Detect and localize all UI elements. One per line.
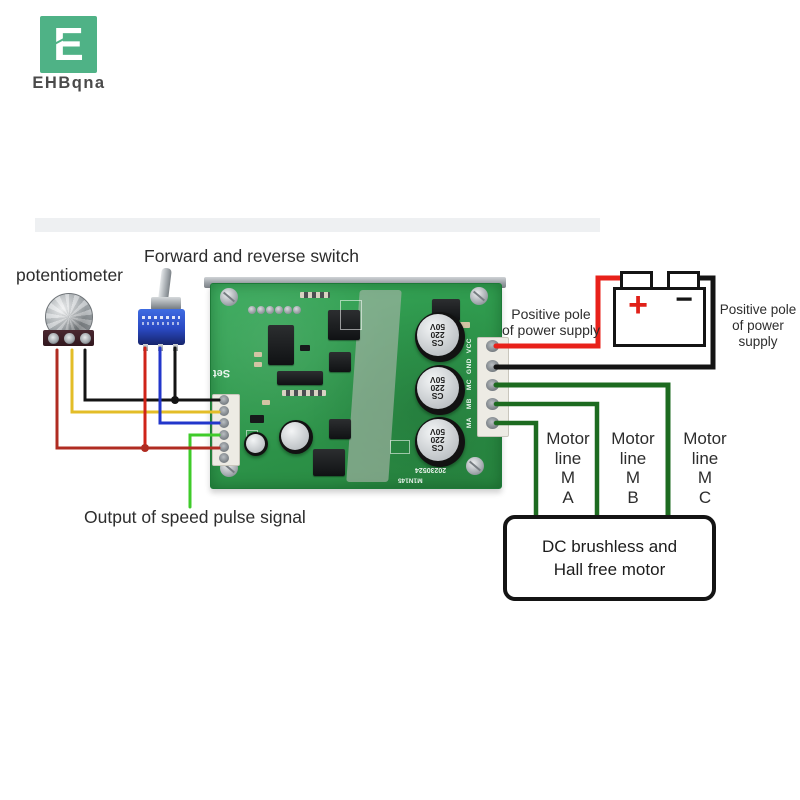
pad-mb xyxy=(486,398,499,410)
smd-chip xyxy=(460,322,470,328)
wire-motor-a-green xyxy=(493,420,539,519)
left-pad-4 xyxy=(219,430,229,440)
ic-chip xyxy=(328,310,360,340)
brand-name: EHBqna xyxy=(32,74,106,92)
pad-mc xyxy=(486,379,499,391)
ic-chip xyxy=(277,371,323,385)
smd-chip xyxy=(300,345,310,351)
smd-chip xyxy=(262,400,270,405)
battery-body xyxy=(613,287,706,347)
potentiometer-eyelet xyxy=(80,333,91,344)
label-positive-pole-left: Positive pole of power supply xyxy=(501,306,601,338)
component-dot xyxy=(293,306,301,314)
battery-terminal-negative xyxy=(667,271,700,291)
wire-motor-b-green xyxy=(493,401,600,519)
junction-black xyxy=(171,396,179,404)
label-potentiometer: potentiometer xyxy=(16,265,124,285)
mosfet xyxy=(329,419,351,439)
smd-chip xyxy=(254,362,262,367)
component-dot xyxy=(275,306,283,314)
motor-box: DC brushless and Hall free motor xyxy=(503,515,716,601)
wire-speed-pulse-green xyxy=(188,433,221,509)
wire-motor-c-green xyxy=(493,382,671,519)
pad-ma xyxy=(486,417,499,429)
potentiometer-eyelet xyxy=(48,333,59,344)
battery-terminal-positive xyxy=(620,271,653,291)
screw-top-right xyxy=(470,287,488,305)
battery-minus-sign: − xyxy=(675,283,693,316)
screw-top-left xyxy=(220,288,238,306)
pad-vcc xyxy=(486,340,499,352)
left-pad-2 xyxy=(219,406,229,416)
capacitor-small xyxy=(279,420,313,454)
smd-chip xyxy=(250,415,264,423)
wire-gnd-black xyxy=(493,275,716,370)
photo-edge-band xyxy=(35,218,600,232)
motor-box-line2: Hall free motor xyxy=(553,560,666,579)
ic-chip xyxy=(268,325,294,365)
wire-pot-yellow xyxy=(70,348,221,414)
resistor-row xyxy=(282,390,326,396)
label-output-speed-pulse: Output of speed pulse signal xyxy=(84,507,306,527)
component-dot xyxy=(257,306,265,314)
left-pad-1 xyxy=(219,395,229,405)
left-pad-6 xyxy=(219,453,229,463)
left-pad-3 xyxy=(219,418,229,428)
switch-collar xyxy=(151,297,181,310)
heatsink-bar xyxy=(204,277,506,288)
label-positive-pole-right: Positive pole of power supply xyxy=(719,302,797,349)
component-dot xyxy=(248,306,256,314)
junction-red xyxy=(141,444,149,452)
resistor-row xyxy=(300,292,330,298)
screw-bottom-right xyxy=(466,457,484,475)
wire-vcc-red xyxy=(493,275,627,349)
potentiometer-eyelet xyxy=(64,333,75,344)
power-transistor xyxy=(313,449,345,476)
label-forward-reverse-switch: Forward and reverse switch xyxy=(144,246,359,266)
left-pad-5 xyxy=(219,442,229,452)
wire-pot-black xyxy=(83,348,221,402)
mosfet xyxy=(329,352,351,372)
wire-switch-blue xyxy=(158,346,221,425)
component-dot xyxy=(284,306,292,314)
silkscreen-box xyxy=(340,300,362,330)
capacitor-small xyxy=(244,432,268,456)
logo-letter: E xyxy=(53,17,84,70)
component-dot xyxy=(266,306,274,314)
motor-box-line1: DC brushless and xyxy=(541,537,678,556)
wire-pot-red xyxy=(55,348,221,450)
switch-body xyxy=(138,309,185,345)
silkscreen-box xyxy=(390,440,410,454)
battery-plus-sign: + xyxy=(628,286,648,324)
smd-chip xyxy=(254,352,262,357)
